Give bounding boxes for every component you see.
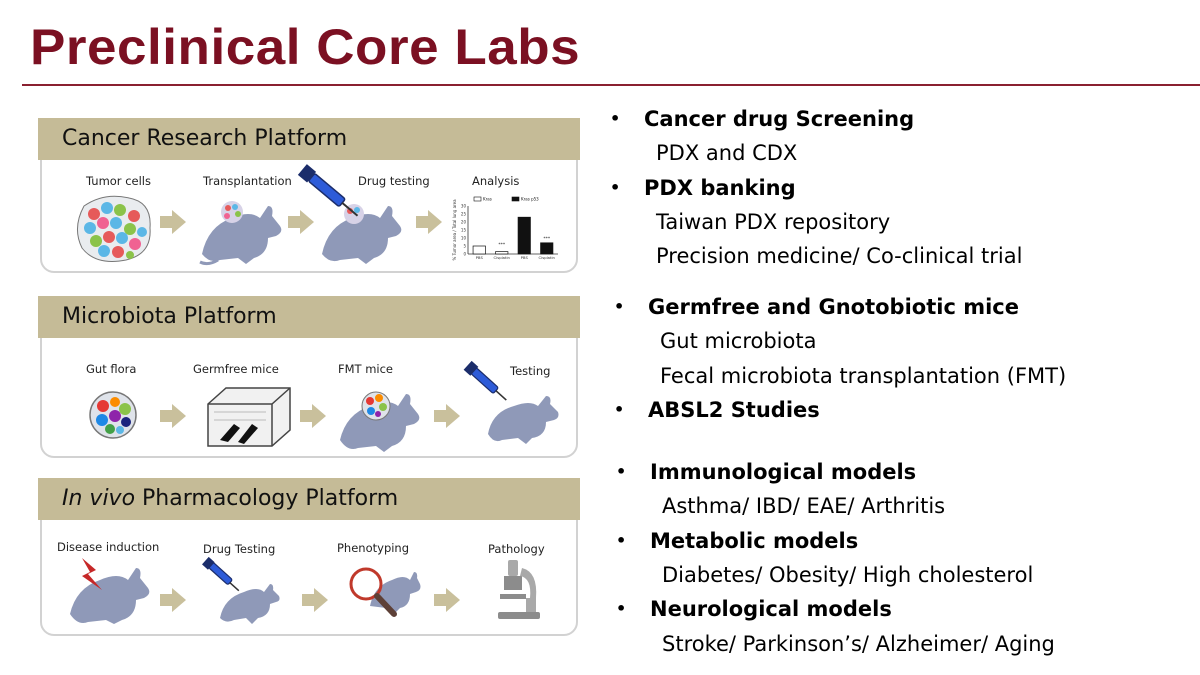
flow-arrow-icon bbox=[434, 404, 460, 428]
x-tick-label: Cisplatin bbox=[539, 255, 556, 260]
panel-header-text: Cancer Research Platform bbox=[62, 126, 348, 151]
bullet-text: Precision medicine/ Co-clinical trial bbox=[656, 244, 1023, 268]
data-annotation: *** bbox=[498, 242, 506, 248]
x-tick-label: PBS bbox=[521, 255, 529, 260]
x-tick-label: Cisplatin bbox=[494, 255, 511, 260]
step-label: Testing bbox=[510, 364, 551, 378]
y-tick-label: 15 bbox=[461, 228, 467, 233]
bar bbox=[472, 245, 486, 255]
bullet-dot: • bbox=[614, 297, 625, 316]
bar bbox=[495, 251, 509, 255]
bullet-dot: • bbox=[610, 178, 621, 197]
mouse-injection-icon bbox=[297, 164, 402, 264]
panel-header-text: Pharmacology Platform bbox=[135, 486, 399, 511]
mouse-tumor-icon bbox=[199, 201, 282, 266]
y-tick-label: 25 bbox=[461, 212, 467, 217]
y-tick-label: 20 bbox=[461, 220, 467, 225]
step-label: Gut flora bbox=[86, 362, 137, 376]
flow-arrow-icon bbox=[416, 210, 442, 234]
step-label: Tumor cells bbox=[86, 174, 151, 188]
flow-arrow-icon bbox=[288, 210, 314, 234]
title-divider bbox=[22, 84, 1200, 86]
fmt-mouse-icon bbox=[340, 391, 420, 452]
flow-arrow-icon bbox=[160, 588, 186, 612]
panel-header-text: Microbiota Platform bbox=[62, 304, 277, 329]
bullet-text: Fecal microbiota transplantation (FMT) bbox=[660, 364, 1067, 388]
data-annotation: *** bbox=[543, 236, 551, 242]
phenotyping-magnifier-icon bbox=[349, 567, 421, 617]
tumor-cells-icon bbox=[77, 195, 151, 262]
step-label: Drug testing bbox=[358, 174, 430, 188]
flow-arrow-icon bbox=[302, 588, 328, 612]
flow-arrow-icon bbox=[160, 404, 186, 428]
y-tick-label: 0 bbox=[463, 252, 466, 257]
bullet-text: Diabetes/ Obesity/ High cholesterol bbox=[662, 563, 1034, 587]
testing-mouse-icon bbox=[463, 360, 559, 444]
bullet-text: Cancer drug Screening bbox=[644, 107, 915, 131]
step-label: Phenotyping bbox=[337, 541, 410, 555]
step-label: Pathology bbox=[488, 542, 545, 556]
petri-dish-icon bbox=[89, 391, 137, 439]
bullet-text: Taiwan PDX repository bbox=[656, 210, 891, 234]
bullet-text: PDX and CDX bbox=[656, 141, 798, 165]
legend-swatch bbox=[473, 196, 482, 202]
drug-testing-mouse-icon bbox=[202, 556, 280, 624]
flow-arrow-icon bbox=[434, 588, 460, 612]
bullet-dot: • bbox=[610, 109, 621, 128]
pharmacology-header: In vivo Pharmacology Platform bbox=[38, 478, 580, 520]
legend-swatch bbox=[511, 196, 520, 202]
cancer-research-header: Cancer Research Platform bbox=[38, 118, 580, 160]
legend-label: Kras bbox=[483, 197, 492, 202]
step-label: Transplantation bbox=[203, 174, 292, 188]
y-tick-label: 30 bbox=[461, 204, 467, 209]
bullet-dot: • bbox=[616, 462, 627, 481]
step-label: Germfree mice bbox=[193, 362, 279, 376]
y-tick-label: 5 bbox=[463, 244, 466, 249]
bar bbox=[540, 242, 554, 255]
bullet-dot: • bbox=[614, 400, 625, 419]
bullet-dot: • bbox=[616, 599, 627, 618]
bullet-text: Immunological models bbox=[650, 460, 917, 484]
step-label: Disease induction bbox=[57, 540, 160, 554]
flow-arrow-icon bbox=[160, 210, 186, 234]
bullet-text: Stroke/ Parkinson’s/ Alzheimer/ Aging bbox=[662, 632, 1055, 656]
step-label: Analysis bbox=[472, 174, 520, 188]
isolator-chamber-icon bbox=[207, 387, 291, 447]
flow-arrow-icon bbox=[300, 404, 326, 428]
bullet-text: Asthma/ IBD/ EAE/ Arthritis bbox=[662, 494, 946, 518]
bar bbox=[517, 216, 531, 255]
bullet-text: Germfree and Gnotobiotic mice bbox=[648, 295, 1019, 319]
bullet-dot: • bbox=[616, 531, 627, 550]
legend-label: Kras p53 bbox=[521, 197, 539, 202]
bullet-text: ABSL2 Studies bbox=[648, 398, 820, 422]
bullet-text: Neurological models bbox=[650, 597, 892, 621]
bullet-text: Gut microbiota bbox=[660, 329, 817, 353]
y-axis-label: % Tumor area / Total lung area bbox=[452, 199, 457, 261]
bullet-text: Metabolic models bbox=[650, 529, 859, 553]
panel-header-italic: In vivo bbox=[62, 486, 136, 511]
microbiota-header: Microbiota Platform bbox=[38, 296, 580, 338]
step-label: Drug Testing bbox=[203, 542, 276, 556]
x-tick-label: PBS bbox=[476, 255, 484, 260]
y-tick-label: 10 bbox=[461, 236, 467, 241]
bullet-text: PDX banking bbox=[644, 176, 796, 200]
disease-mouse-icon bbox=[70, 558, 150, 624]
microscope-icon bbox=[498, 560, 540, 619]
tumor-area-bar-chart: 0 5 10 15 20 25 30 % Tumor area / Total lung ar… bbox=[452, 196, 558, 261]
page-title: Preclinical Core Labs bbox=[30, 19, 581, 75]
step-label: FMT mice bbox=[338, 362, 394, 376]
